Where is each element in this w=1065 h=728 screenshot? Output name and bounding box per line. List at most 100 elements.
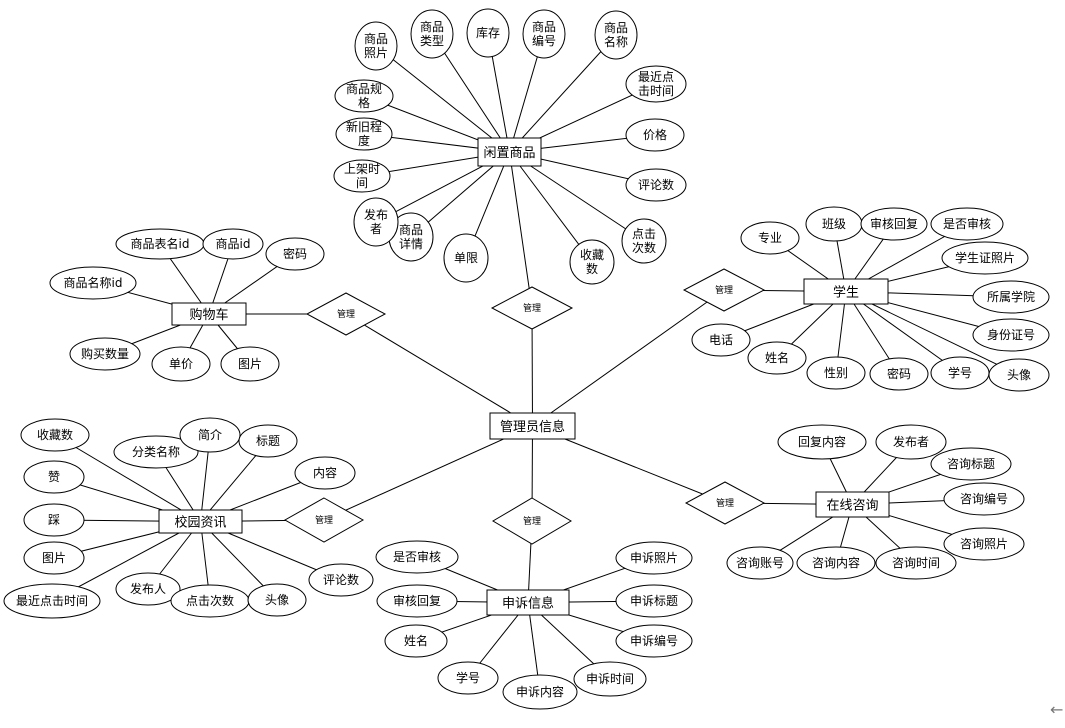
relation-r_consult: 管理 [684,481,766,525]
relation-label: 管理 [523,302,541,314]
entity-box [489,412,576,440]
attribute-ellipse [376,584,458,618]
attribute-label: 申诉照片 [630,551,678,565]
attribute-ellipse [334,79,394,113]
relation-diamond [682,268,766,312]
attribute-a5: 商品名称 [594,10,638,60]
entity-label: 管理员信息 [500,419,565,435]
attribute-e4: 咨询编号 [943,482,1025,516]
attribute-c8: 头像 [988,358,1050,392]
attribute-label: 电话 [709,333,733,347]
attribute-label: 名称 [604,34,628,49]
attribute-ellipse [569,239,615,285]
attribute-c10: 密码 [869,357,929,391]
attribute-ellipse [294,456,356,490]
attribute-b6: 单价 [151,346,211,382]
attribute-ellipse [522,9,566,59]
attribute-d11: 点击次数 [170,584,250,618]
entity-label: 学生 [833,285,859,301]
edge-r_idle-idle [509,151,533,309]
entity-label: 校园资讯 [174,515,226,531]
attribute-f5: 申诉内容 [502,674,578,710]
attribute-label: 者 [370,222,382,236]
arrow-left-icon[interactable]: ← [1050,700,1064,719]
attribute-label: 班级 [822,217,846,231]
edge-a5-idle [509,34,617,153]
entity-student: 学生 [803,278,889,305]
attribute-label: 审核回复 [870,216,918,231]
attribute-ellipse [333,159,391,193]
attribute-label: 申诉内容 [516,684,564,699]
attribute-ellipse [265,237,325,271]
attribute-label: 咨询账号 [736,555,784,570]
attribute-label: 头像 [265,593,289,607]
relation-label: 管理 [315,514,333,526]
attribute-c9: 学号 [930,356,990,390]
attribute-e8: 咨询账号 [726,546,794,580]
attribute-label: 审核回复 [393,593,441,608]
attribute-label: 密码 [283,246,307,261]
attribute-label: 标题 [256,434,280,448]
attribute-label: 发布人 [130,581,166,596]
attribute-label: 姓名 [404,633,428,648]
attribute-e1: 回复内容 [777,424,867,460]
relation-r_cart: 管理 [305,292,387,336]
attribute-c13: 电话 [691,323,751,357]
edge-a2-idle [431,33,510,153]
edge-c8-student [845,291,1020,376]
entity-box [486,589,570,616]
attribute-ellipse [308,563,374,597]
attribute-ellipse [930,447,1012,481]
attribute-ellipse [796,546,876,580]
attribute-label: 数 [586,261,598,276]
relation-diamond [684,481,766,525]
diagram-nodes: 商品照片商品类型库存商品编号商品名称最近点击时间价格评论数点击次数收藏数单限商品… [3,8,1050,710]
attribute-label: 商品 [420,19,444,34]
attribute-a13: 发布者 [353,197,399,247]
attribute-label: 间 [356,176,368,190]
attribute-label: 商品 [399,222,423,237]
attribute-f1: 是否审核 [375,540,459,574]
attribute-c12: 姓名 [747,341,807,375]
relation-label: 管理 [716,497,734,509]
attribute-ellipse [3,583,101,619]
attribute-ellipse [930,356,990,390]
attribute-c6: 所属学院 [972,280,1050,314]
attribute-a8: 评论数 [625,168,687,202]
attribute-d3: 简介 [179,417,241,453]
attribute-label: 单限 [454,251,478,265]
attribute-ellipse [615,624,693,658]
attribute-d10: 发布人 [115,572,181,606]
attribute-ellipse [202,228,264,260]
attribute-c7: 身份证号 [972,318,1050,352]
attribute-ellipse [869,357,929,391]
attribute-d13: 评论数 [308,563,374,597]
attribute-ellipse [354,21,398,71]
attribute-ellipse [113,435,199,469]
attribute-d6: 赞 [23,460,85,494]
attribute-label: 身份证号 [987,327,1035,342]
attribute-label: 库存 [476,25,500,40]
attribute-ellipse [621,218,667,264]
attribute-label: 咨询内容 [812,555,860,570]
attribute-label: 击时间 [638,84,674,98]
edge-a9-idle [509,151,645,242]
attribute-label: 点击次数 [186,593,234,608]
attribute-ellipse [747,341,807,375]
attribute-label: 照片 [364,46,388,60]
attribute-label: 格 [358,95,370,110]
edge-admin-r_student [532,289,725,427]
attribute-label: 踩 [48,513,60,527]
relation-label: 管理 [337,308,355,320]
attribute-ellipse [335,117,393,151]
attribute-label: 密码 [887,366,911,381]
attribute-ellipse [23,541,85,575]
attribute-label: 点击 [632,227,656,241]
attribute-ellipse [220,346,280,382]
attribute-label: 价格 [643,127,667,142]
attribute-label: 商品规 [346,81,382,96]
attribute-ellipse [353,197,399,247]
attribute-a3: 库存 [466,8,510,58]
